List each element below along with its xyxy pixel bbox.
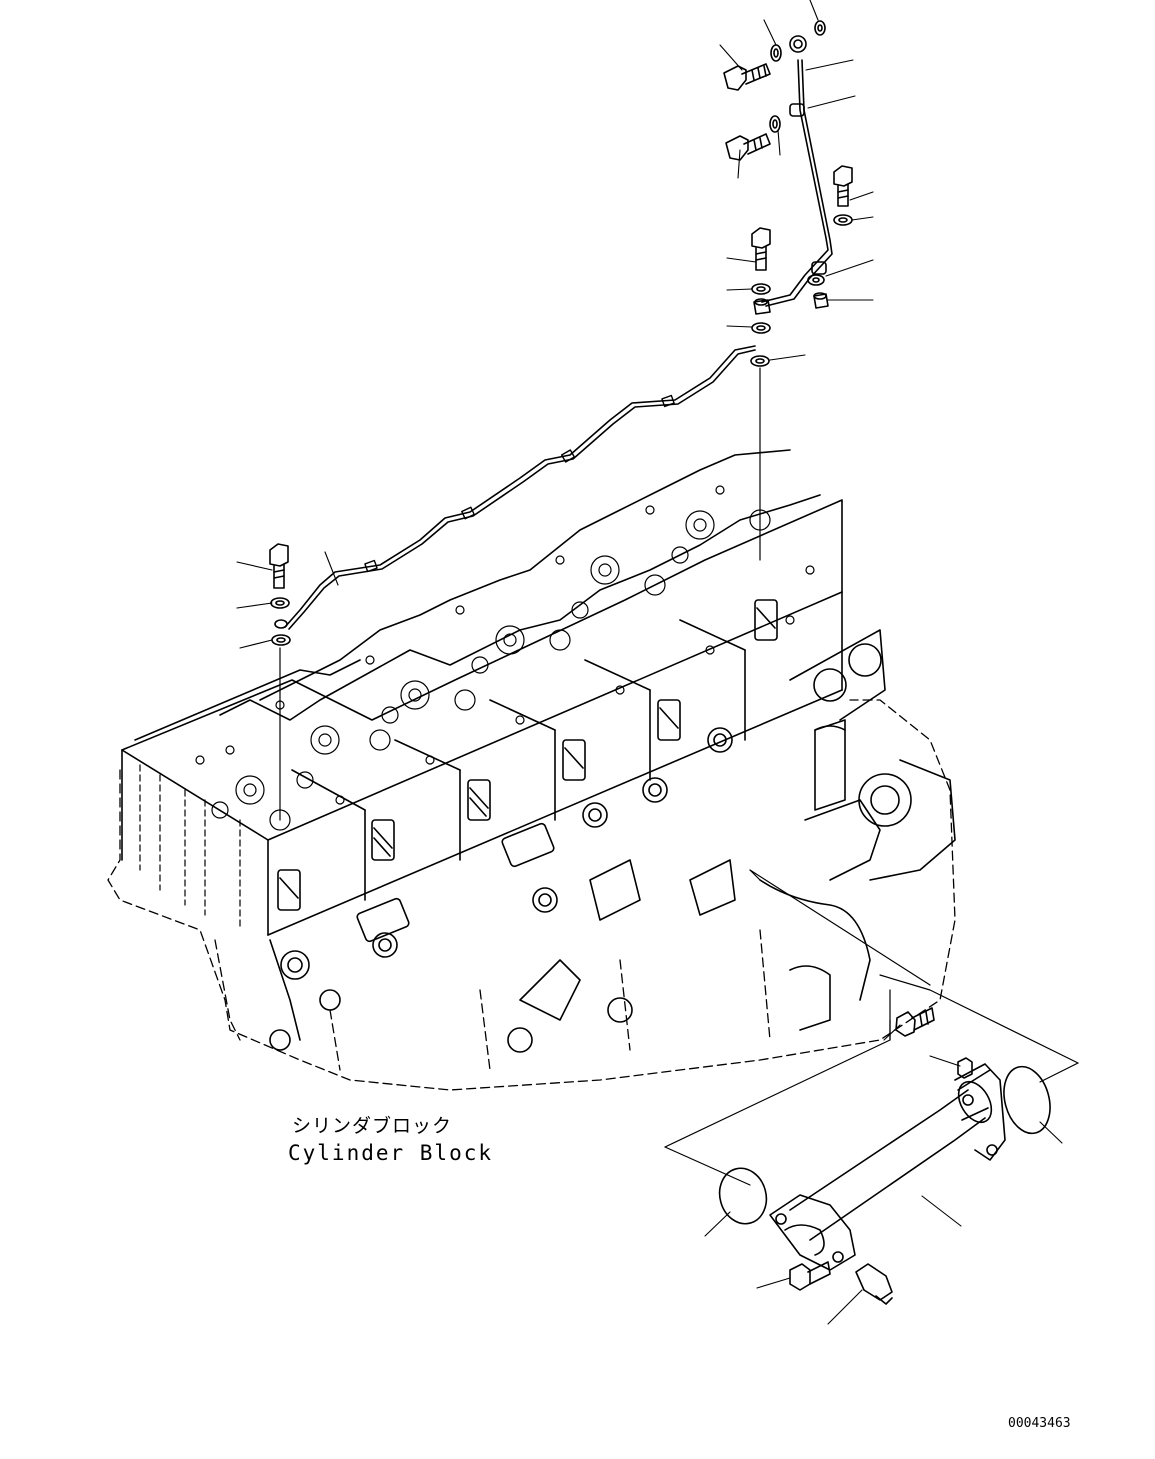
gasket-right	[1003, 1065, 1051, 1135]
washer-middle-2	[751, 322, 771, 334]
caption-english: Cylinder Block	[288, 1141, 493, 1165]
bolt-pipe-lower	[789, 1261, 831, 1291]
washer-right-2	[807, 274, 825, 286]
washer-middle-1	[751, 283, 771, 295]
plug-top	[957, 1057, 973, 1079]
washer-top-2	[814, 20, 826, 36]
cylinder-block	[107, 449, 956, 1091]
bolt-right-vertical	[833, 165, 853, 207]
drain-cock	[855, 1263, 893, 1305]
caption-japanese: シリンダブロック	[292, 1114, 452, 1137]
washer-left-2	[271, 634, 291, 646]
washer-left-1	[270, 597, 290, 609]
bolt-pipe-upper	[895, 1007, 935, 1037]
riser-pipe	[761, 35, 833, 307]
oil-pipe	[284, 345, 756, 630]
nut-right	[813, 292, 829, 309]
bolt-top-2	[725, 133, 771, 161]
gasket-left	[718, 1167, 768, 1225]
washer-middle-3	[750, 355, 770, 367]
leader-lines	[236, 0, 1063, 1325]
bolt-middle-vertical	[751, 227, 771, 271]
water-outlet-housing	[759, 719, 956, 1031]
washer-top-1	[770, 44, 782, 62]
head-bolt-holes	[195, 485, 815, 831]
water-pipe	[769, 1063, 1006, 1271]
bolt-left-vertical	[269, 543, 289, 589]
washer-right-1	[833, 214, 853, 226]
drawing-number: 00043463	[1008, 1416, 1071, 1431]
union-left	[274, 619, 288, 629]
head-ports	[277, 599, 778, 911]
washer-top-3	[769, 115, 781, 133]
bolt-top-1	[723, 63, 771, 91]
union-middle	[753, 298, 771, 315]
